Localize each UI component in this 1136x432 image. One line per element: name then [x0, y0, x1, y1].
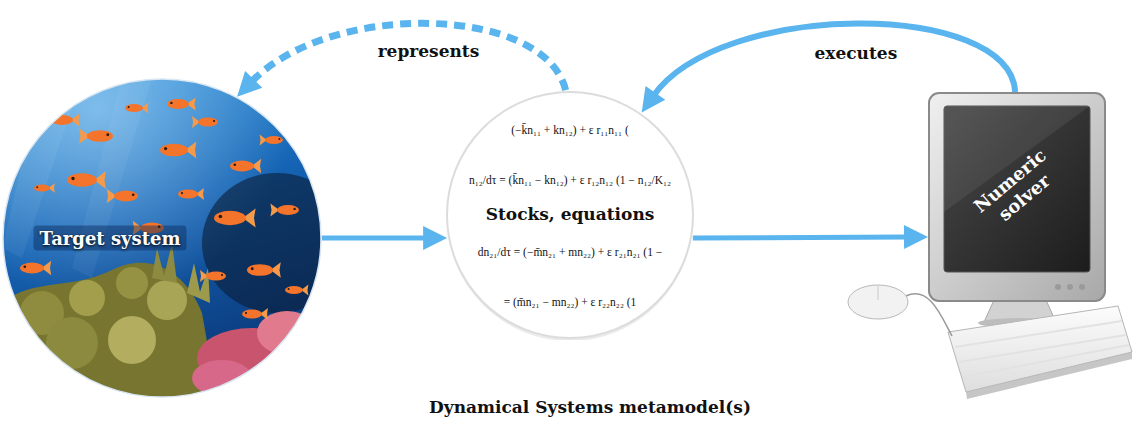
- reef-photo-part-part: [147, 280, 187, 320]
- text-holder: executes: [810, 43, 901, 63]
- reef-photo-part-part: [125, 103, 148, 114]
- keyboard-part: [959, 335, 1126, 362]
- text-holder: dn₂₁/dτ = (−m̄n₂₁ + mn₂₂) + ε r₂₁n₂₁ (1 …: [478, 246, 663, 258]
- equation-line: = (m̄n₂₁ − mn₂₂) + ε r₂₂n₂₂ (1: [504, 296, 637, 308]
- text-holder: n₁₂/dτ = (k̄n₁₁ − kn₁₂) + ε r₁₂n₁₂ (1 − …: [469, 174, 671, 186]
- text-holder: represents: [374, 41, 484, 61]
- monitor-shape-part: [1055, 284, 1061, 290]
- arrow-head: [423, 226, 447, 250]
- reef-photo-part-part: [200, 270, 226, 282]
- edge-label: represents: [374, 41, 484, 61]
- reef-photo-part-part: [192, 116, 218, 128]
- monitor-shape-part: [1067, 284, 1073, 290]
- monitor-screen: Numeric solver: [928, 92, 1106, 302]
- reef-photo-part: [3, 79, 321, 397]
- monitor-shape-part: [944, 106, 1090, 272]
- equations-circle-shape-part: [447, 92, 693, 338]
- reef-photo-part-part: [160, 142, 196, 159]
- reef-photo-part-part: [187, 263, 210, 303]
- reef-photo-part-part: [20, 261, 51, 275]
- arrow-head: [642, 86, 666, 113]
- reef-photo-part-part: [107, 189, 138, 203]
- reef-photo-part-part: [270, 203, 299, 216]
- mouse-part: [878, 286, 879, 300]
- node-title: Stocks, equations: [481, 203, 660, 225]
- flow-arrow: [693, 225, 928, 249]
- reef-photo-part-part: [79, 128, 113, 144]
- mouse-part: [848, 285, 908, 319]
- reef-photo-part-part: [46, 317, 98, 369]
- arrow-shaft: [653, 24, 1015, 97]
- reef-photo-part-part: [247, 262, 281, 278]
- text-holder: Target system: [34, 226, 187, 251]
- node-title: Target system: [34, 226, 187, 251]
- reef-photo-part-part: [116, 267, 148, 299]
- reef-photo-part-part: [34, 183, 55, 193]
- text-holder: Dynamical Systems metamodel(s): [429, 397, 751, 417]
- reef-photo-part-part: [167, 97, 196, 110]
- reef-photo-part-part: [260, 135, 283, 146]
- reef-photo-part-part: [214, 208, 256, 227]
- node-caption: Dynamical Systems metamodel(s): [429, 397, 751, 417]
- keyboard: [948, 306, 1132, 399]
- text-holder: (−k̄n₁₁ + kn₁₂) + ε r₁₁n₁₁ (: [511, 124, 629, 136]
- edge-label: executes: [810, 43, 901, 63]
- equation-line: dn₂₁/dτ = (−m̄n₂₁ + mn₂₂) + ε r₂₁n₂₁ (1 …: [478, 246, 663, 258]
- text-holder: = (m̄n₂₁ − mn₂₂) + ε r₂₂n₂₂ (1: [504, 296, 637, 308]
- equation-line: (−k̄n₁₁ + kn₁₂) + ε r₁₁n₁₁ (: [511, 124, 629, 136]
- reef-photo-part-part: [69, 280, 105, 316]
- monitor-shape-part: [1079, 284, 1085, 290]
- equation-line: n₁₂/dτ = (k̄n₁₁ − kn₁₂) + ε r₁₂n₁₂ (1 − …: [469, 174, 671, 186]
- reef-photo-part-part: [2, 263, 217, 398]
- reef-photo-part-part: [285, 285, 308, 296]
- arrow-shaft: [693, 235, 908, 241]
- reef-photo-part-part: [242, 308, 268, 320]
- equations-circle: (−k̄n₁₁ + kn₁₂) + ε r₁₁n₁₁ ( n₁₂/dτ = (k̄…: [445, 90, 695, 340]
- keyboard-part: [948, 306, 1132, 392]
- monitor-shape-part: [929, 93, 1105, 301]
- target-circle: Target system: [2, 78, 322, 398]
- reef-photo-part-part: [202, 173, 322, 313]
- flow-arrow: [322, 226, 447, 250]
- reef-photo-part-part: [178, 188, 204, 200]
- reef-photo-part-part: [108, 316, 156, 364]
- arrow-head: [904, 225, 928, 249]
- keyboard-part: [963, 345, 1129, 377]
- arrow-shaft: [251, 23, 566, 90]
- reef-photo-part-part: [230, 159, 261, 173]
- reef-photo-part-part: [192, 360, 252, 396]
- keyboard-part: [955, 321, 1122, 347]
- text-holder: Stocks, equations: [481, 203, 660, 225]
- arrow-head: [237, 71, 262, 97]
- arrow-shaft: [322, 235, 427, 240]
- reef-photo-part-part: [67, 171, 106, 189]
- flow-arrow: [237, 23, 566, 96]
- reef-photo-part: [2, 78, 322, 398]
